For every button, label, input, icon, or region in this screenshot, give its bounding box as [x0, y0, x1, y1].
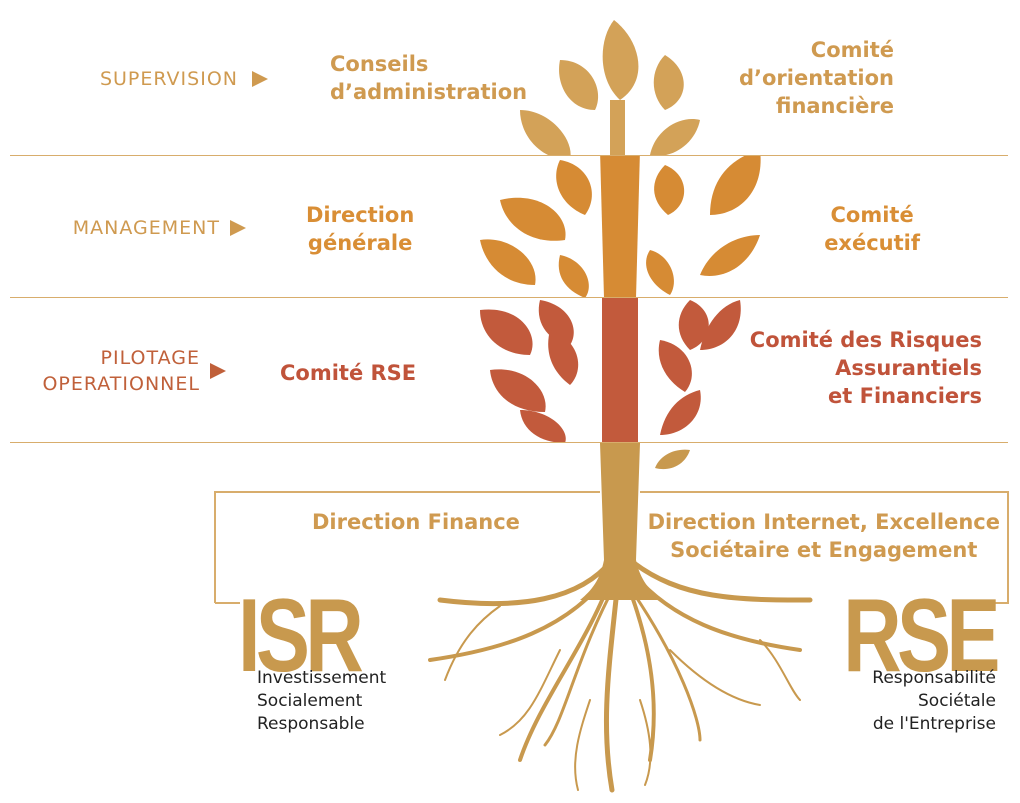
level-management: MANAGEMENT [72, 217, 220, 239]
text-line: Investissement [257, 668, 387, 688]
rse-bracket [640, 491, 1009, 604]
rse-description: Responsabilité Sociétale de l'Entreprise [872, 667, 996, 736]
isr-description: Investissement Socialement Responsable [257, 667, 386, 736]
text-line: financière [775, 94, 894, 118]
band-divider-2 [10, 297, 1008, 298]
comite-risques: Comité des Risques Assurantiels et Finan… [750, 326, 982, 410]
band-divider-3 [10, 442, 1008, 443]
text-line: Responsabilité [872, 668, 996, 688]
conseils-administration: Conseils d’administration [330, 50, 527, 106]
text-line: Assurantiels [835, 356, 982, 380]
direction-internet: Direction Internet, Excellence Sociétair… [648, 508, 1000, 564]
arrow-icon [230, 220, 246, 236]
direction-finance: Direction Finance [312, 510, 520, 534]
text-line: Socialement [257, 691, 363, 711]
small-leaf [655, 449, 690, 470]
band-divider-1 [10, 155, 1008, 156]
text-line: Sociétale [918, 691, 996, 711]
text-line: Direction Internet, Excellence [647, 510, 1000, 534]
comite-orientation-financiere: Comité d’orientation financière [739, 36, 894, 120]
text-line: Responsable [257, 714, 365, 734]
text-line: et Financiers [828, 384, 982, 408]
direction-generale: Direction générale [306, 201, 414, 257]
text-line: Direction [306, 203, 415, 227]
text-line: Comité [810, 38, 894, 62]
arrow-icon [210, 363, 226, 379]
canopy-middle [480, 156, 761, 298]
level-supervision: SUPERVISION [99, 68, 238, 90]
text-line: Sociétaire et Engagement [670, 538, 978, 562]
text-line: générale [307, 231, 413, 255]
trunk [580, 443, 660, 600]
text-line: exécutif [824, 231, 920, 255]
text-line: d’orientation [738, 66, 894, 90]
canopy-top [520, 20, 700, 156]
comite-executif: Comité exécutif [824, 201, 920, 257]
text-line: Conseils [330, 52, 429, 76]
level-pilotage: PILOTAGE OPERATIONNEL [42, 345, 200, 397]
isr-acronym: ISR [238, 578, 364, 694]
canopy-lower [480, 298, 741, 443]
rse-acronym: RSE [843, 578, 1000, 694]
text-line: de l'Entreprise [872, 714, 996, 734]
comite-rse: Comité RSE [280, 361, 417, 385]
level-pilotage-line2: OPERATIONNEL [42, 373, 200, 395]
arrow-icon [252, 71, 268, 87]
level-pilotage-line1: PILOTAGE [100, 347, 200, 369]
text-line: Comité des Risques [749, 328, 982, 352]
text-line: Comité [830, 203, 914, 227]
text-line: d’administration [330, 80, 528, 104]
isr-bracket [214, 491, 600, 604]
